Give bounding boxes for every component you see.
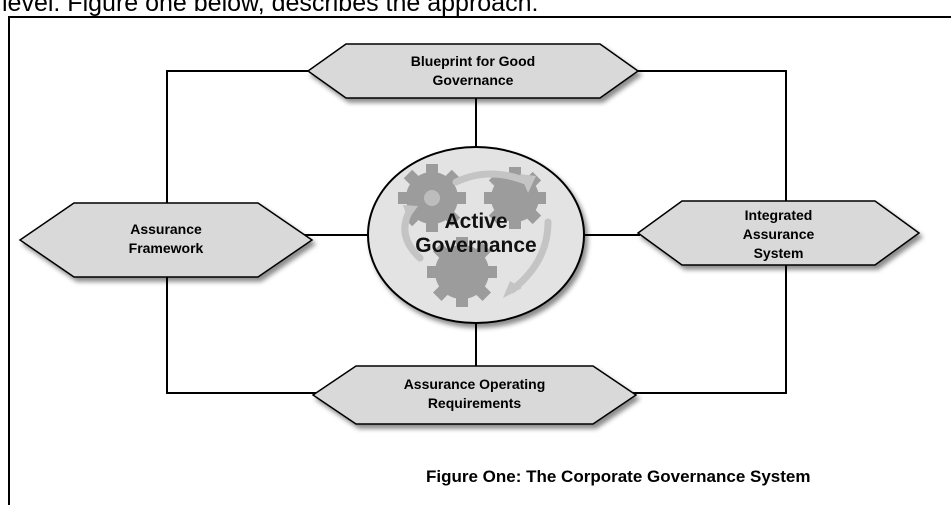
center-label: Active Governance bbox=[396, 210, 556, 258]
connector-bottom-right bbox=[600, 248, 787, 394]
connector-top-right bbox=[600, 70, 787, 228]
figure-caption: Figure One: The Corporate Governance Sys… bbox=[426, 467, 811, 486]
hexagon-top-label: Blueprint for Good Governance bbox=[346, 52, 600, 90]
hexagon-left-line2: Framework bbox=[128, 240, 204, 256]
hexagon-right-line3: System bbox=[753, 245, 804, 261]
hexagon-bottom bbox=[311, 365, 638, 425]
hexagon-top-line2: Governance bbox=[432, 72, 514, 88]
gear-icon bbox=[398, 164, 546, 307]
intro-text: level. Figure one below, describes the a… bbox=[2, 0, 539, 17]
hexagon-top bbox=[306, 43, 640, 99]
hexagon-right-label: Integrated Assurance System bbox=[682, 206, 875, 263]
hexagon-bottom-line2: Requirements bbox=[427, 395, 522, 411]
hexagon-right-line1: Integrated bbox=[744, 207, 813, 223]
connector-lines bbox=[166, 70, 787, 394]
hexagon-right-line2: Assurance bbox=[742, 226, 815, 242]
hexagon-bottom-line1: Assurance Operating bbox=[403, 376, 546, 392]
connector-top-left bbox=[166, 70, 346, 228]
figure-frame bbox=[8, 16, 951, 505]
connector-bottom-left bbox=[166, 248, 350, 394]
hexagon-left-line1: Assurance bbox=[130, 221, 202, 237]
hexagon-left bbox=[18, 202, 314, 278]
hexagon-top-line1: Blueprint for Good bbox=[410, 53, 536, 69]
hexagon-left-label: Assurance Framework bbox=[74, 220, 258, 258]
center-label-line2: Governance bbox=[415, 234, 537, 257]
hexagon-bottom-label: Assurance Operating Requirements bbox=[356, 375, 593, 413]
center-label-line1: Active bbox=[444, 210, 508, 233]
hexagon-right bbox=[636, 200, 921, 266]
